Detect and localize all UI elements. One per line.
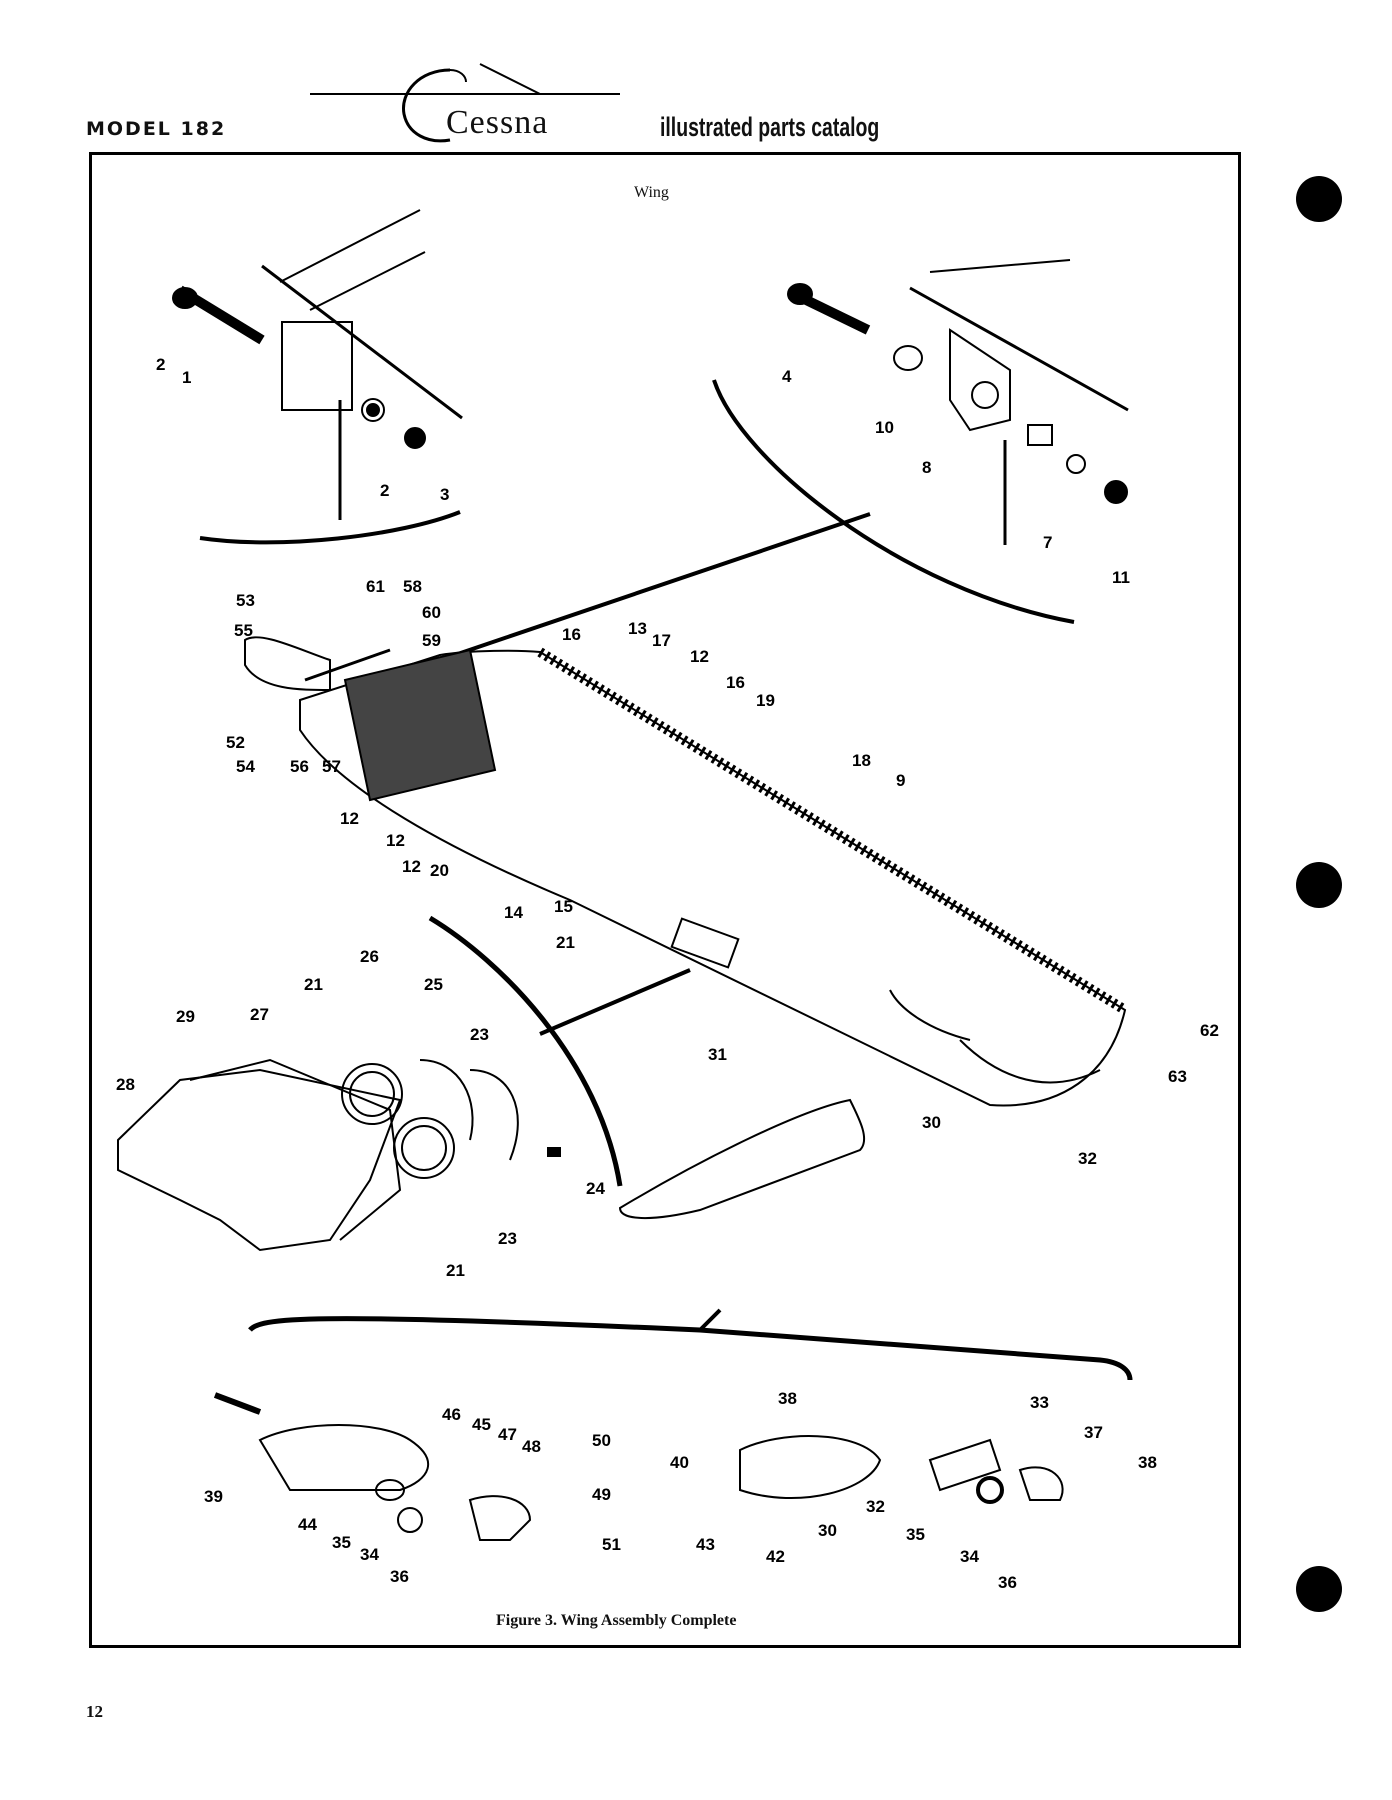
callout-12: 14 <box>504 903 523 922</box>
callout-15: 21 <box>556 933 575 952</box>
callout-50: 50 <box>592 1431 611 1450</box>
binder-hole-icon <box>1296 176 1342 222</box>
callout-3: 3 <box>440 485 449 504</box>
callout-41: 40 <box>670 1453 689 1472</box>
callout-11: 12 <box>386 831 405 850</box>
brand-wordmark: Cessna <box>446 104 549 141</box>
binder-hole-icon <box>1296 1566 1342 1612</box>
diagram-title: Wing <box>634 184 669 201</box>
callout-18: 18 <box>852 751 871 770</box>
callout-19: 19 <box>756 691 775 710</box>
callout-35: 35 <box>906 1525 925 1544</box>
callout-24: 24 <box>586 1179 605 1198</box>
callout-47: 47 <box>498 1425 517 1444</box>
callout-2: 2 <box>380 481 389 500</box>
callout-12: 12 <box>340 809 359 828</box>
callout-21: 21 <box>446 1261 465 1280</box>
callout-39: 38 <box>778 1389 797 1408</box>
diagram-frame <box>89 152 1241 1648</box>
callout-55: 55 <box>234 621 253 640</box>
callout-42: 42 <box>766 1547 785 1566</box>
callout-34: 34 <box>960 1547 979 1566</box>
callout-14: 15 <box>554 897 573 916</box>
callout-57: 57 <box>322 757 341 776</box>
callout-27: 27 <box>250 1005 269 1024</box>
callout-25: 25 <box>424 975 443 994</box>
callout-51: 51 <box>602 1535 621 1554</box>
callout-38: 38 <box>1138 1453 1157 1472</box>
callout-37: 37 <box>1084 1423 1103 1442</box>
callout-30: 30 <box>922 1113 941 1132</box>
page-number: 12 <box>86 1702 103 1721</box>
callout-63: 63 <box>1168 1067 1187 1086</box>
callout-43: 43 <box>696 1535 715 1554</box>
callout-60: 60 <box>422 603 441 622</box>
callout-22: 23 <box>470 1025 489 1044</box>
callout-54: 54 <box>236 757 255 776</box>
callout-29: 29 <box>176 1007 195 1026</box>
callout-53: 53 <box>236 591 255 610</box>
callout-7: 10 <box>875 418 894 437</box>
callout-2: 2 <box>156 355 165 374</box>
callout-4: 4 <box>782 367 792 386</box>
callout-59: 59 <box>422 631 441 650</box>
callout-6: 8 <box>922 458 931 477</box>
callout-13: 13 <box>628 619 647 638</box>
callout-8: 11 <box>1112 568 1130 587</box>
callout-10: 12 <box>690 647 709 666</box>
callout-5: 7 <box>1043 533 1052 552</box>
callout-40: 39 <box>204 1487 223 1506</box>
callout-33: 33 <box>1030 1393 1049 1412</box>
callout-9: 9 <box>896 771 905 790</box>
callout-21: 21 <box>304 975 323 994</box>
cessna-logo-icon <box>310 63 620 143</box>
callout-52: 52 <box>226 733 245 752</box>
callout-26: 26 <box>360 947 379 966</box>
callout-1: 1 <box>182 368 191 387</box>
callout-49: 49 <box>592 1485 611 1504</box>
callout-16: 16 <box>562 625 581 644</box>
callout-48: 48 <box>522 1437 541 1456</box>
model-label: MODEL 182 <box>86 118 227 140</box>
callout-36: 36 <box>390 1567 409 1586</box>
callout-31: 31 <box>708 1045 727 1064</box>
callout-34: 34 <box>360 1545 379 1564</box>
callout-44: 44 <box>298 1515 317 1534</box>
callout-46: 46 <box>442 1405 461 1424</box>
callout-28: 28 <box>116 1075 135 1094</box>
callout-32: 32 <box>866 1497 885 1516</box>
callout-30: 30 <box>818 1521 837 1540</box>
callout-36: 36 <box>998 1573 1017 1592</box>
callout-62: 62 <box>1200 1021 1219 1040</box>
binder-hole-icon <box>1296 862 1342 908</box>
callout-12: 12 <box>402 857 421 876</box>
callout-58: 58 <box>403 577 422 596</box>
callout-35: 35 <box>332 1533 351 1552</box>
catalog-label: illustrated parts catalog <box>660 112 880 142</box>
figure-caption: Figure 3. Wing Assembly Complete <box>496 1612 737 1629</box>
callout-23: 23 <box>498 1229 517 1248</box>
callout-45: 45 <box>472 1415 491 1434</box>
callout-56: 56 <box>290 757 309 776</box>
callout-32: 32 <box>1078 1149 1097 1168</box>
callout-20: 20 <box>430 861 449 880</box>
callout-16: 16 <box>726 673 745 692</box>
callout-61: 61 <box>366 577 385 596</box>
callout-17: 17 <box>652 631 671 650</box>
